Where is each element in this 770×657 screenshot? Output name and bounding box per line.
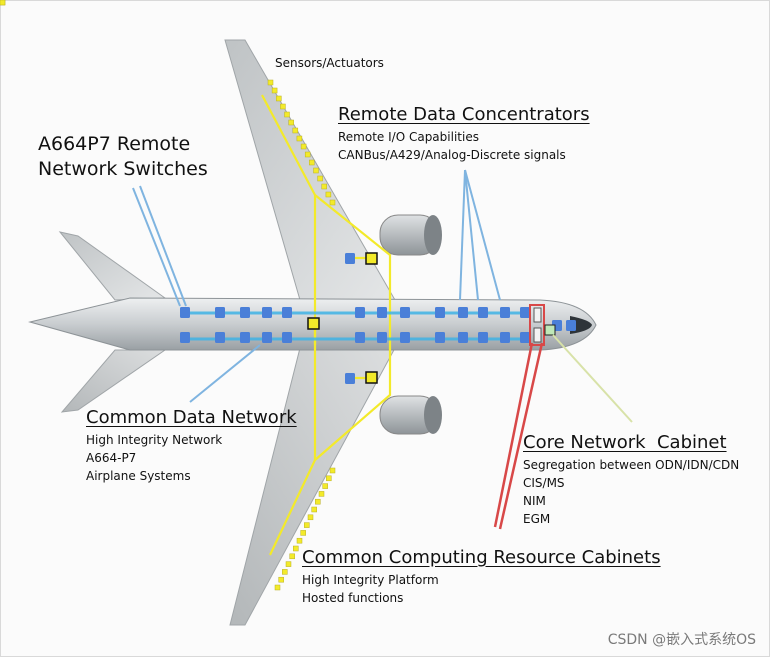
rdc-title: Remote Data Concentrators bbox=[338, 104, 590, 125]
sensor-dot bbox=[267, 79, 274, 86]
sensor-dot bbox=[329, 467, 336, 474]
network-node bbox=[240, 332, 250, 343]
network-node bbox=[180, 332, 190, 343]
network-node bbox=[435, 307, 445, 318]
sensor-dot bbox=[311, 506, 317, 513]
ccr-line-2: Hosted functions bbox=[302, 591, 404, 605]
network-node bbox=[215, 307, 225, 318]
sensor-dot bbox=[296, 537, 303, 544]
switches-group: A664P7 Remote Network Switches bbox=[38, 132, 208, 182]
network-node bbox=[345, 253, 355, 264]
sensors-actuators-label: Sensors/Actuators bbox=[275, 56, 384, 70]
sensor-dot bbox=[282, 569, 288, 575]
network-node bbox=[520, 332, 530, 343]
network-node bbox=[240, 307, 250, 318]
network-node bbox=[345, 373, 355, 384]
cnc-title: Core Network Cabinet bbox=[523, 432, 727, 453]
sensor-dot bbox=[280, 103, 286, 110]
sensor-dot bbox=[278, 576, 284, 583]
network-node bbox=[520, 307, 530, 318]
sensor-dot bbox=[309, 159, 315, 166]
sensor-dot bbox=[325, 191, 332, 198]
rdc-line-2: CANBus/A429/Analog-Discrete signals bbox=[338, 148, 566, 162]
pointer-lines bbox=[132, 169, 633, 530]
cdn-line-3: Airplane Systems bbox=[86, 469, 191, 483]
network-node bbox=[500, 332, 510, 343]
sensor-dot bbox=[274, 584, 281, 591]
network-node bbox=[400, 332, 410, 343]
rdc-line-1: Remote I/O Capabilities bbox=[338, 130, 479, 144]
sensor-dot bbox=[271, 87, 278, 94]
sensor-dot bbox=[300, 143, 307, 150]
lower-stabilizer bbox=[60, 349, 167, 413]
sensor-dot bbox=[292, 127, 299, 134]
sensor-dot bbox=[322, 483, 328, 489]
core-network-cabinet bbox=[529, 304, 556, 346]
cdn-line-2: A664-P7 bbox=[86, 451, 137, 465]
network-node bbox=[458, 332, 468, 343]
sensor-actuator-dots bbox=[0, 0, 336, 591]
rdc-group: Remote Data Concentrators Remote I/O Cap… bbox=[338, 104, 590, 164]
network-node bbox=[435, 332, 445, 343]
network-node bbox=[478, 332, 488, 343]
sensor-dot bbox=[304, 151, 311, 158]
network-node bbox=[262, 332, 272, 343]
network-node bbox=[282, 307, 292, 318]
sensor-dot bbox=[284, 111, 290, 118]
cdn-title: Common Data Network bbox=[86, 407, 297, 428]
network-node bbox=[377, 332, 387, 343]
sensor-dot bbox=[317, 175, 323, 182]
cnc-line-2: CIS/MS bbox=[523, 476, 565, 490]
sensor-dot bbox=[326, 475, 332, 482]
cnc-line-3: NIM bbox=[523, 494, 546, 508]
remote-switch-boxes bbox=[307, 252, 378, 384]
cnc-line-1: Segregation between ODN/IDN/CDN bbox=[523, 458, 740, 472]
network-nodes bbox=[180, 253, 576, 384]
network-node bbox=[400, 307, 410, 318]
upper-stabilizer bbox=[58, 231, 167, 301]
sensor-dot bbox=[285, 561, 292, 567]
sensor-dot bbox=[313, 167, 319, 174]
switches-line-1: A664P7 Remote bbox=[38, 133, 191, 155]
network-node bbox=[355, 332, 365, 343]
network-node bbox=[355, 307, 365, 318]
watermark: CSDN @嵌入式系统OS bbox=[607, 632, 756, 648]
network-node bbox=[215, 332, 225, 343]
ccr-group: Common Computing Resource Cabinets High … bbox=[302, 547, 661, 607]
network-node bbox=[262, 307, 272, 318]
ccr-title: Common Computing Resource Cabinets bbox=[302, 547, 661, 568]
switches-line-2: Network Switches bbox=[38, 158, 208, 180]
sensor-dot bbox=[318, 491, 325, 497]
network-node bbox=[377, 307, 387, 318]
ccr-line-1: High Integrity Platform bbox=[302, 573, 439, 587]
network-node bbox=[478, 307, 488, 318]
sensor-dot bbox=[321, 183, 327, 190]
network-node bbox=[566, 320, 576, 331]
cnc-line-4: EGM bbox=[523, 512, 551, 526]
network-lines bbox=[180, 311, 528, 341]
sensor-dot bbox=[300, 530, 306, 536]
sensor-dot bbox=[296, 135, 303, 142]
sensor-dot bbox=[289, 553, 295, 560]
sensor-dot bbox=[315, 498, 321, 505]
cdn-group: Common Data Network High Integrity Netwo… bbox=[86, 407, 297, 485]
cnc-group: Core Network Cabinet Segregation between… bbox=[523, 432, 739, 528]
sensor-dot bbox=[276, 95, 282, 102]
sensor-dot bbox=[329, 199, 336, 206]
network-node bbox=[180, 307, 190, 318]
network-node bbox=[282, 332, 292, 343]
cdn-line-1: High Integrity Network bbox=[86, 433, 223, 447]
sensor-dot bbox=[0, 0, 6, 6]
upper-engine bbox=[379, 214, 442, 256]
lower-engine bbox=[379, 395, 442, 435]
network-node bbox=[500, 307, 510, 318]
sensor-dot bbox=[288, 119, 294, 126]
network-node bbox=[458, 307, 468, 318]
sensor-dot bbox=[304, 522, 310, 528]
sensor-dot bbox=[293, 545, 299, 552]
sensor-dot bbox=[307, 514, 314, 521]
